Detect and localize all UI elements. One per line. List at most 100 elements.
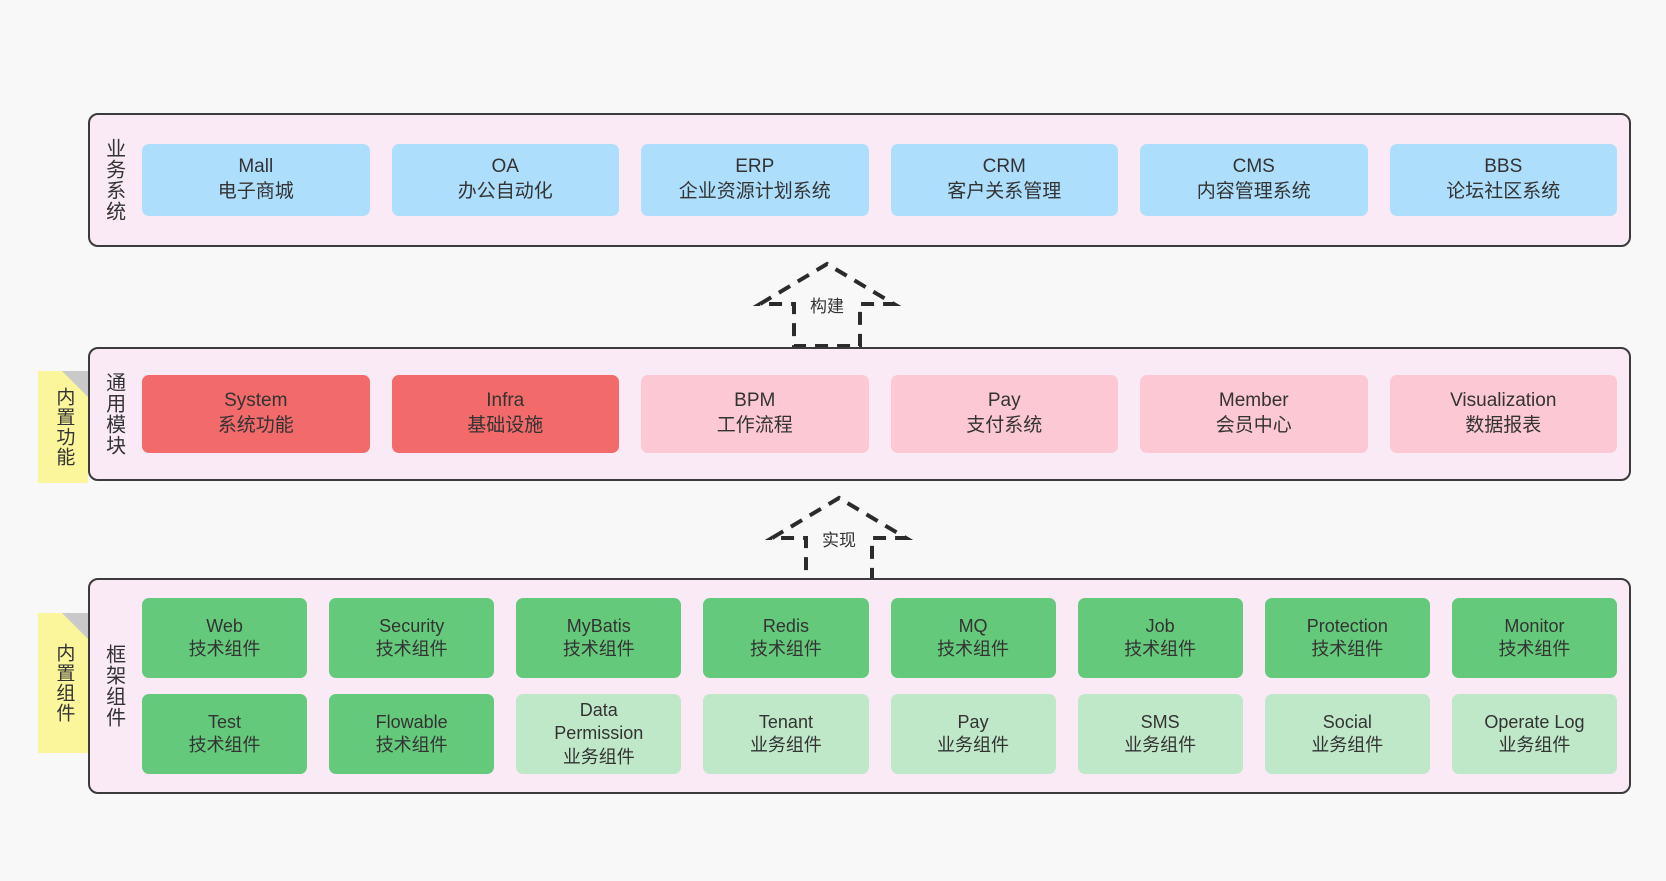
card-title-cn: 技术组件	[1124, 639, 1197, 659]
card-title-en: Security	[379, 615, 445, 636]
arrow-implement-label: 实现	[822, 531, 856, 550]
arrow-implement-shape	[764, 495, 914, 582]
card-title-en: ERP	[735, 156, 775, 178]
card-title-en: Operate Log	[1484, 711, 1585, 732]
card-title-cn: 会员中心	[1215, 415, 1292, 436]
card-title-en: SMS	[1140, 711, 1180, 732]
card-title-en: CMS	[1232, 156, 1275, 178]
card-operate-log[interactable]: Operate Log 业务组件	[1451, 694, 1617, 774]
arrow-build: 构建	[752, 258, 912, 350]
card-member[interactable]: Member 会员中心	[1140, 375, 1368, 453]
card-mybatis[interactable]: MyBatis 技术组件	[516, 598, 682, 678]
layer-business-systems: 业务系统 Mall 电子商城 OA 办公自动化 ERP 企业资源计划系统 CRM…	[88, 113, 1631, 247]
layer-title-framework: 框架组件	[102, 644, 125, 728]
card-title-en: Infra	[486, 390, 525, 412]
card-monitor[interactable]: Monitor 技术组件	[1451, 598, 1617, 678]
card-sms[interactable]: SMS 业务组件	[1077, 694, 1243, 774]
card-title-en: Data Permission	[554, 699, 644, 744]
card-cms[interactable]: CMS 内容管理系统	[1140, 144, 1368, 216]
card-title-cn: 电子商城	[217, 181, 294, 202]
card-flowable[interactable]: Flowable 技术组件	[329, 694, 495, 774]
card-title-cn: 技术组件	[937, 639, 1010, 659]
card-title-cn: 技术组件	[375, 639, 448, 659]
card-title-cn: 技术组件	[188, 735, 261, 755]
card-system[interactable]: System 系统功能	[142, 375, 370, 453]
card-title-cn: 论坛社区系统	[1446, 181, 1561, 202]
card-social[interactable]: Social 业务组件	[1264, 694, 1430, 774]
layer-body-framework: Web 技术组件 Security 技术组件 MyBatis 技术组件 Redi…	[136, 580, 1629, 792]
card-security[interactable]: Security 技术组件	[329, 598, 495, 678]
card-title-cn: 办公自动化	[457, 181, 553, 202]
card-title-cn: 业务组件	[1498, 735, 1571, 755]
card-title-en: CRM	[982, 156, 1026, 178]
card-title-cn: 内容管理系统	[1196, 181, 1311, 202]
card-title-cn: 技术组件	[188, 639, 261, 659]
card-title-cn: 技术组件	[562, 639, 635, 659]
card-title-en: OA	[491, 156, 519, 178]
card-visualization[interactable]: Visualization 数据报表	[1389, 375, 1617, 453]
card-title-cn: 支付系统	[966, 415, 1043, 436]
card-test[interactable]: Test 技术组件	[142, 694, 308, 774]
card-job[interactable]: Job 技术组件	[1077, 598, 1243, 678]
card-title-cn: 技术组件	[749, 639, 822, 659]
card-title-cn: 工作流程	[716, 415, 793, 436]
card-title-cn: 企业资源计划系统	[678, 181, 831, 202]
card-row-tech: Web 技术组件 Security 技术组件 MyBatis 技术组件 Redi…	[142, 598, 1617, 678]
card-row: System 系统功能 Infra 基础设施 BPM 工作流程 Pay 支付系统…	[142, 375, 1617, 453]
card-protection[interactable]: Protection 技术组件	[1264, 598, 1430, 678]
card-infra[interactable]: Infra 基础设施	[391, 375, 619, 453]
card-title-en: Member	[1218, 390, 1289, 412]
card-title-cn: 客户关系管理	[947, 181, 1062, 202]
layer-framework-components: 框架组件 Web 技术组件 Security 技术组件 MyBatis 技术组件…	[88, 578, 1631, 794]
card-title-en: Job	[1145, 615, 1175, 636]
note-label: 内置功能	[53, 387, 75, 467]
card-crm[interactable]: CRM 客户关系管理	[890, 144, 1118, 216]
card-title-en: BPM	[734, 390, 776, 412]
note-builtin-components: 内置组件	[38, 613, 88, 753]
card-oa[interactable]: OA 办公自动化	[391, 144, 619, 216]
card-title-cn: 基础设施	[467, 415, 544, 436]
card-pay-business[interactable]: Pay 业务组件	[890, 694, 1056, 774]
card-tenant[interactable]: Tenant 业务组件	[703, 694, 869, 774]
card-pay[interactable]: Pay 支付系统	[890, 375, 1118, 453]
card-mall[interactable]: Mall 电子商城	[142, 144, 370, 216]
card-row: Mall 电子商城 OA 办公自动化 ERP 企业资源计划系统 CRM 客户关系…	[142, 144, 1617, 216]
card-title-cn: 业务组件	[749, 735, 822, 755]
note-label: 内置组件	[53, 643, 75, 723]
card-mq[interactable]: MQ 技术组件	[890, 598, 1056, 678]
card-title-cn: 业务组件	[562, 746, 635, 767]
card-title-en: Test	[208, 711, 242, 732]
card-title-cn: 业务组件	[1124, 735, 1197, 755]
card-title-en: MyBatis	[566, 615, 631, 636]
card-title-cn: 技术组件	[1498, 639, 1571, 659]
card-title-cn: 业务组件	[1311, 735, 1384, 755]
arrow-build-label: 构建	[810, 297, 844, 316]
card-bpm[interactable]: BPM 工作流程	[641, 375, 869, 453]
card-title-en: Mall	[238, 156, 274, 178]
card-title-en: Redis	[762, 615, 809, 636]
card-bbs[interactable]: BBS 论坛社区系统	[1389, 144, 1617, 216]
card-title-en: BBS	[1484, 156, 1523, 178]
arrow-build-shape	[752, 261, 902, 348]
card-title-cn: 业务组件	[937, 735, 1010, 755]
note-builtin-features: 内置功能	[38, 371, 88, 483]
card-title-en: Protection	[1306, 615, 1388, 636]
card-web[interactable]: Web 技术组件	[142, 598, 308, 678]
card-data-permission[interactable]: Data Permission 业务组件	[516, 694, 682, 774]
card-title-en: Social	[1322, 711, 1372, 732]
card-title-en: Visualization	[1450, 390, 1557, 412]
arrow-implement: 实现	[764, 492, 924, 584]
card-title-cn: 技术组件	[375, 735, 448, 755]
card-redis[interactable]: Redis 技术组件	[703, 598, 869, 678]
card-title-en: Web	[206, 615, 243, 636]
layer-body-business: Mall 电子商城 OA 办公自动化 ERP 企业资源计划系统 CRM 客户关系…	[136, 115, 1629, 245]
card-title-en: Monitor	[1504, 615, 1565, 636]
card-erp[interactable]: ERP 企业资源计划系统	[641, 144, 869, 216]
card-row-business: Test 技术组件 Flowable 技术组件 Data Permission …	[142, 694, 1617, 774]
card-title-en: Pay	[987, 390, 1021, 412]
card-title-cn: 技术组件	[1311, 639, 1384, 659]
card-title-cn: 系统功能	[217, 415, 294, 436]
page-fold-icon	[62, 371, 88, 397]
layer-body-common: System 系统功能 Infra 基础设施 BPM 工作流程 Pay 支付系统…	[136, 349, 1629, 479]
